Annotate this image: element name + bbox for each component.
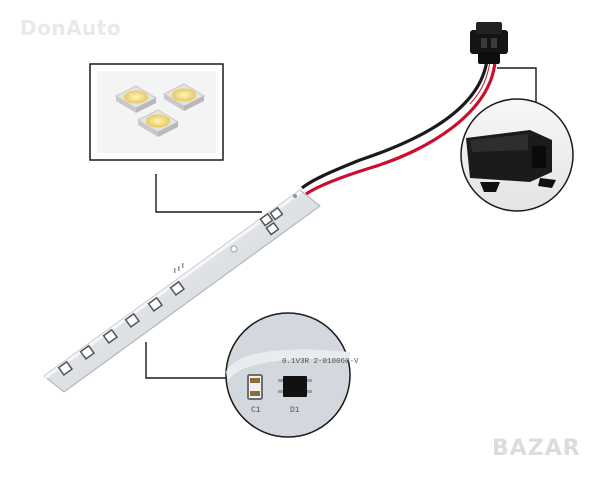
smd-led-icon <box>124 312 141 329</box>
smd-led-icon <box>102 328 119 345</box>
connector-zoom <box>460 98 574 212</box>
smd-led-icon <box>147 296 164 313</box>
red-wire <box>305 61 497 196</box>
led-chip-inset <box>89 63 224 161</box>
smd-led-icon <box>265 221 280 236</box>
watermark-donauto: DonAuto <box>20 16 122 40</box>
pcb-code-label: 0.1V3R 2-010060-V <box>282 358 359 366</box>
smd-led-icon <box>57 360 74 377</box>
connector-plug-icon <box>470 22 508 64</box>
capacitor-label: C1 <box>251 406 261 415</box>
smd-led-icon <box>114 85 158 113</box>
callout-line-leds <box>155 174 262 213</box>
callout-line-connector <box>497 67 537 112</box>
led-chip-row <box>57 206 284 377</box>
smd-led-icon <box>169 280 186 297</box>
led-pcb-board <box>43 189 321 393</box>
wire-harness <box>301 59 497 196</box>
rectifier-label: D1 <box>290 406 300 415</box>
watermark-bazar: BAZAR <box>492 436 581 461</box>
smd-led-icon <box>259 212 274 227</box>
callout-line-rectifier <box>145 342 230 379</box>
capacitor-icon <box>247 374 263 400</box>
rectifier-zoom: 0.1V3R 2-010060-V C1 D1 <box>225 312 359 438</box>
bridge-rectifier-icon <box>278 376 312 397</box>
mounting-hole <box>230 245 238 253</box>
smd-led-icon <box>162 83 206 111</box>
callout-lines <box>145 67 537 379</box>
black-wire <box>301 59 489 190</box>
smd-led-icon <box>136 109 180 137</box>
smd-led-icon <box>79 344 96 361</box>
smd-led-icon <box>269 206 284 221</box>
connector-plug-icon <box>466 130 556 192</box>
